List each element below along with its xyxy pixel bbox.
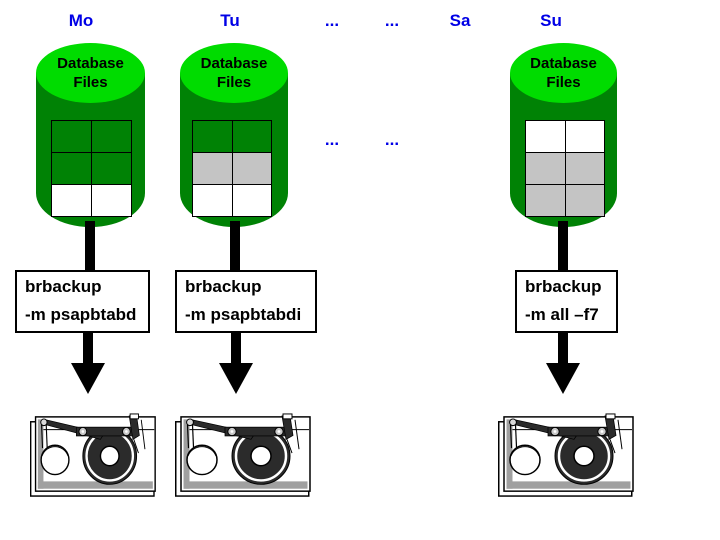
tape-drive-icon-tu [175,412,312,498]
database-files-line1: Database [530,55,597,72]
datafile-cell [92,153,131,184]
database-files-label: Database Files [180,43,288,103]
database-files-label: Database Files [510,43,617,103]
day-label-ellipsis-1: ... [324,11,340,30]
datafile-cell [565,185,604,216]
database-cylinder-su: Database Files [510,43,617,227]
arrow-stem [231,333,241,367]
day-label-ellipsis-2: ... [384,11,400,30]
database-files-label: Database Files [36,43,145,103]
down-arrow-mo [71,333,105,394]
datafile-cell [92,121,131,152]
database-files-line2: Files [546,74,581,91]
datafile-cell [232,153,271,184]
arrow-head [546,363,580,394]
datafile-cell [232,121,271,152]
tape-drive-icon-su [498,412,635,498]
datafile-cell [526,185,565,216]
datafile-cell [526,153,565,184]
command-line1: brbackup [185,277,262,296]
down-arrow-su [546,333,580,394]
datafile-cell [193,185,232,216]
datafile-cell [193,153,232,184]
datafile-cell [565,153,604,184]
mid-ellipsis-1: ... [324,130,340,149]
command-line1: brbackup [25,277,102,296]
database-files-line2: Files [73,74,108,91]
arrow-head [219,363,253,394]
connector-mo [85,221,95,270]
day-label-su: Su [540,11,562,30]
brbackup-command-box-tu: brbackup -m psapbtabdi [175,270,317,333]
day-label-sa: Sa [449,11,471,30]
datafile-grid-su [525,120,605,217]
command-line2: -m all –f7 [525,305,599,324]
command-line2: -m psapbtabdi [185,305,302,324]
brbackup-command-box-su: brbackup -m all –f7 [515,270,618,333]
day-label-tu: Tu [220,11,240,30]
datafile-grid-mo [51,120,132,217]
database-cylinder-tu: Database Files [180,43,288,227]
tape-drive-icon-mo [30,412,157,498]
brbackup-command-box-mo: brbackup -m psapbtabd [15,270,150,333]
down-arrow-tu [219,333,253,394]
arrow-head [71,363,105,394]
command-line2: -m psapbtabd [25,305,137,324]
datafile-cell [526,121,565,152]
connector-su [558,221,568,270]
arrow-stem [83,333,93,367]
datafile-cell [565,121,604,152]
datafile-cell [92,185,131,216]
datafile-cell [52,121,91,152]
command-line1: brbackup [525,277,602,296]
database-files-line2: Files [216,74,252,91]
datafile-cell [232,185,271,216]
datafile-grid-tu [192,120,272,217]
database-files-line1: Database [200,55,268,72]
datafile-cell [52,153,91,184]
mid-ellipsis-2: ... [384,130,400,149]
datafile-cell [52,185,91,216]
database-files-line1: Database [57,55,124,72]
arrow-stem [558,333,568,367]
day-label-mo: Mo [68,11,94,30]
datafile-cell [193,121,232,152]
connector-tu [230,221,240,270]
database-cylinder-mo: Database Files [36,43,145,227]
